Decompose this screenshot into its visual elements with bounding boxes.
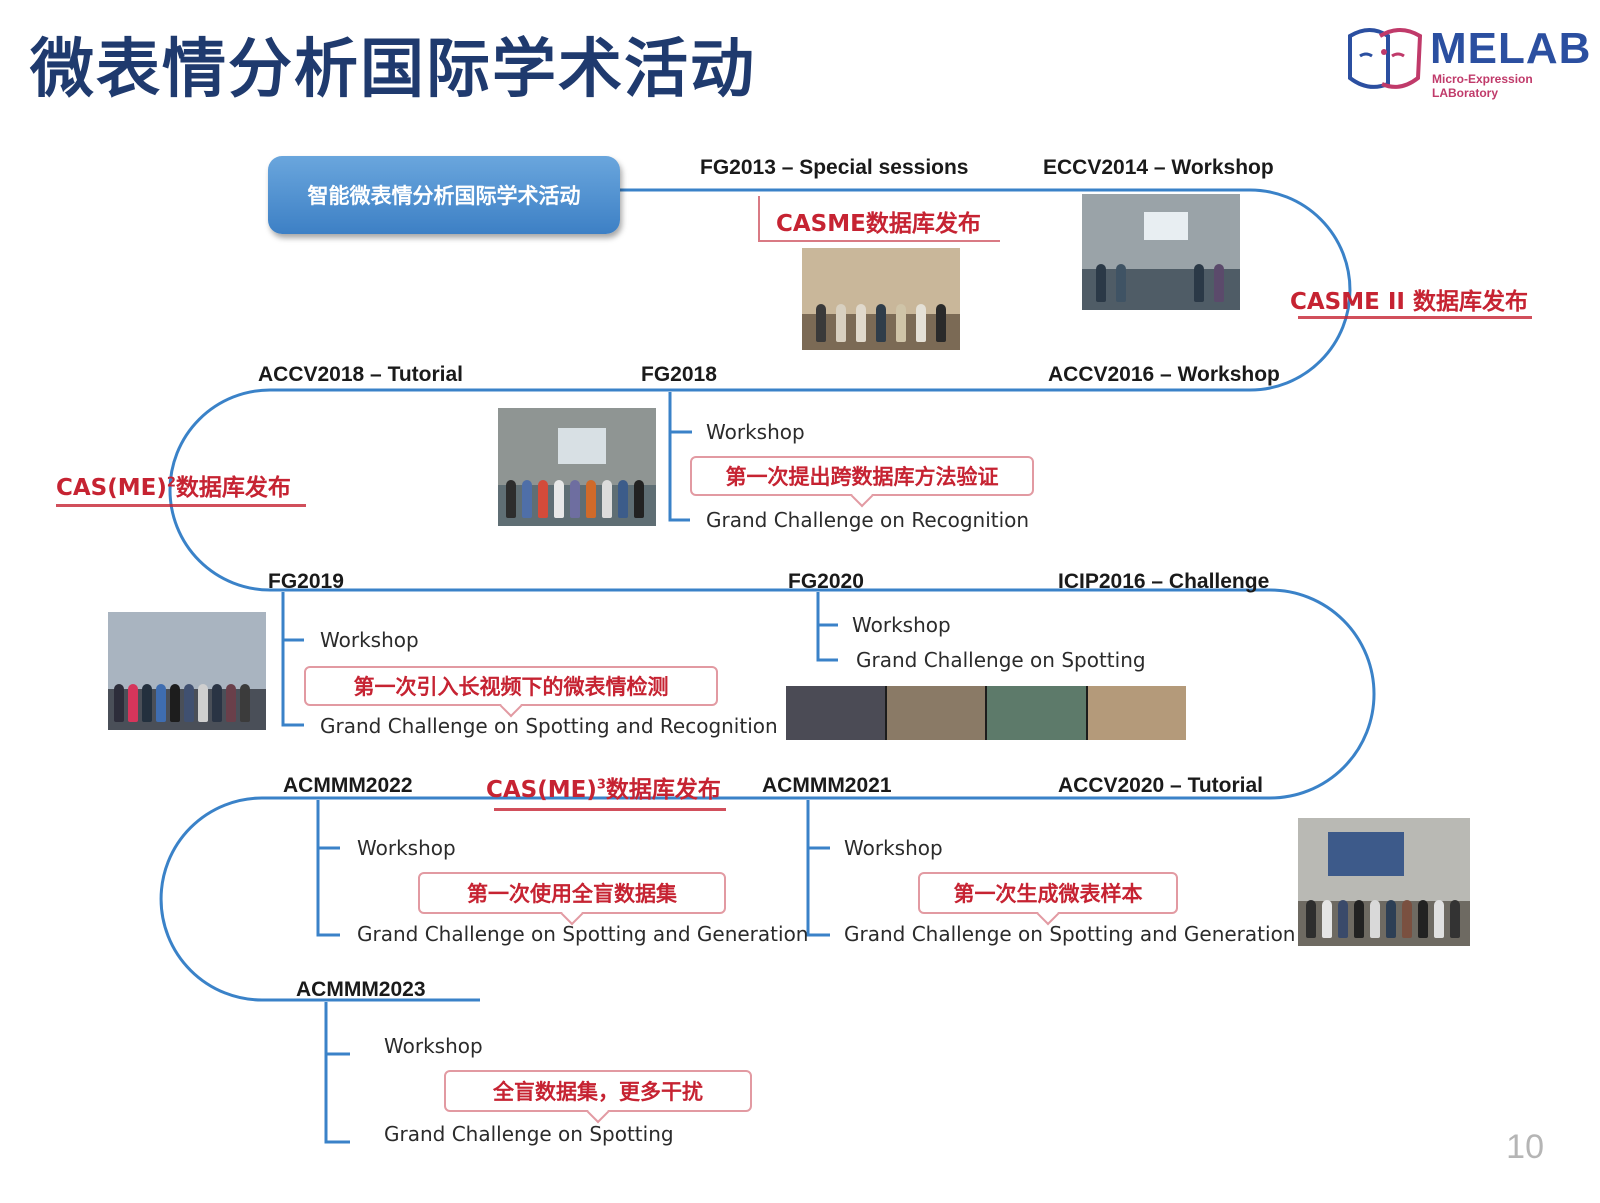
event-fg2013: FG2013 – Special sessions: [700, 156, 969, 179]
face-profile-logo-icon: [1348, 28, 1423, 89]
logo-name: MELAB: [1430, 24, 1592, 73]
event-acmmm2022: ACMMM2022: [283, 774, 413, 797]
release-casme: CASME数据库发布: [776, 211, 981, 237]
fg2019-workshop: Workshop: [320, 628, 419, 652]
event-accv2016: ACCV2016 – Workshop: [1048, 363, 1280, 386]
event-accv2018: ACCV2018 – Tutorial: [258, 363, 464, 386]
fg2018-photo: [498, 408, 656, 526]
video-tile: [987, 686, 1086, 740]
acmmm2023-callout: 全盲数据集，更多干扰: [444, 1070, 752, 1124]
page-title: 微表情分析国际学术活动: [30, 33, 756, 107]
start-box: 智能微表情分析国际学术活动: [268, 156, 620, 234]
acmmm2022-challenge: Grand Challenge on Spotting and Generati…: [357, 922, 809, 946]
acmmm2021-callout: 第一次生成微表样本: [918, 872, 1178, 926]
acmmm2022-callout: 第一次使用全盲数据集: [418, 872, 726, 926]
video-tile: [886, 686, 985, 740]
fg2018-workshop: Workshop: [706, 420, 805, 444]
fg2019-photo: [108, 612, 266, 730]
fg2020-workshop: Workshop: [852, 613, 951, 637]
event-fg2018: FG2018: [641, 363, 717, 386]
acmmm2021-workshop: Workshop: [844, 836, 943, 860]
release-casme3-underline: [494, 808, 726, 811]
acmmm2022-workshop: Workshop: [357, 836, 456, 860]
event-eccv2014: ECCV2014 – Workshop: [1043, 156, 1274, 179]
logo-subtitle: Micro-Expression LABoratory: [1432, 72, 1533, 100]
release-casme2: CASME II 数据库发布: [1290, 289, 1528, 315]
page-number: 10: [1506, 1128, 1544, 1166]
event-fg2020: FG2020: [788, 570, 864, 593]
video-tile: [786, 686, 885, 740]
event-icip2016: ICIP2016 – Challenge: [1058, 570, 1270, 593]
acmmm2023-workshop: Workshop: [384, 1034, 483, 1058]
acmmm2023-challenge: Grand Challenge on Spotting: [384, 1122, 674, 1146]
eccv2014-photo: [1082, 194, 1240, 310]
acmmm2021-challenge: Grand Challenge on Spotting and Generati…: [844, 922, 1296, 946]
fg2020-challenge: Grand Challenge on Spotting: [856, 648, 1146, 672]
release-casme3: CAS(ME)3数据库发布: [486, 777, 721, 803]
video-tile: [1087, 686, 1186, 740]
fg2018-challenge: Grand Challenge on Recognition: [706, 508, 1030, 532]
event-accv2020: ACCV2020 – Tutorial: [1058, 774, 1264, 797]
fg2018-callout: 第一次提出跨数据库方法验证: [690, 456, 1034, 508]
release-casme2-underline: [1298, 316, 1532, 319]
fg2019-callout: 第一次引入长视频下的微表情检测: [304, 666, 718, 718]
release-casme2sq-underline: [56, 504, 306, 507]
fg2020-video-grid: [786, 686, 1186, 740]
event-fg2019: FG2019: [268, 570, 344, 593]
fg2019-challenge: Grand Challenge on Spotting and Recognit…: [320, 714, 778, 738]
event-acmmm2023: ACMMM2023: [296, 978, 426, 1001]
casme-bracket: [758, 196, 1000, 242]
event-acmmm2021: ACMMM2021: [762, 774, 892, 797]
release-casme2sq: CAS(ME)2数据库发布: [56, 475, 291, 501]
fg2013-photo: [802, 248, 960, 350]
accv2020-photo: [1298, 818, 1470, 946]
